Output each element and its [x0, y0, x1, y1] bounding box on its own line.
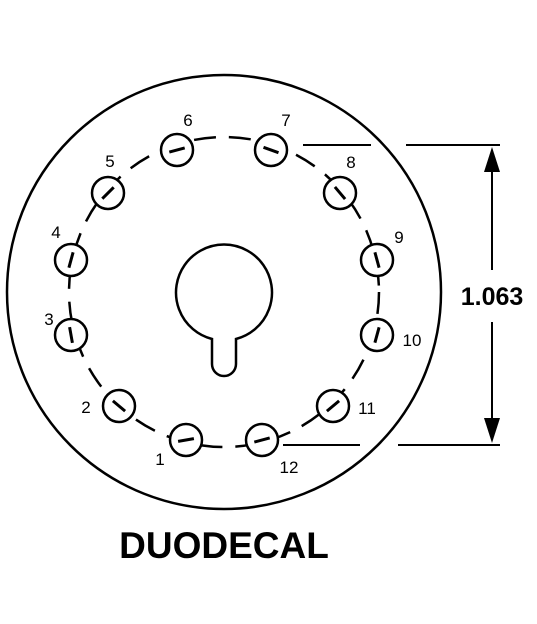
pin-label-10: 10 [403, 331, 422, 350]
dimension-arrow-down [484, 418, 500, 443]
pin-10-slot [373, 326, 381, 344]
pin-label-1: 1 [155, 450, 164, 469]
pin-3-slot [68, 326, 74, 344]
diagram-title: DUODECAL [119, 525, 329, 566]
pin-circle-path [67, 135, 381, 449]
pin-label-2: 2 [81, 398, 90, 417]
pin-label-9: 9 [394, 228, 403, 247]
pin-label-8: 8 [346, 153, 355, 172]
pin-label-3: 3 [44, 310, 53, 329]
pin-label-7: 7 [281, 111, 290, 130]
pin-9-slot [373, 251, 381, 269]
center-key-hole [174, 243, 274, 378]
pin-label-12: 12 [280, 458, 299, 477]
pin-label-6: 6 [183, 111, 192, 130]
dimension-label: 1.063 [461, 283, 524, 311]
pin-2-slot [111, 399, 127, 413]
dimension-arrow-up [484, 147, 500, 172]
pin-label-5: 5 [105, 152, 114, 171]
socket-outer-circle [5, 73, 443, 511]
pin-6-slot [168, 146, 186, 154]
pin-label-11: 11 [358, 399, 376, 418]
pin-12-slot [253, 436, 271, 444]
pin-1-slot [177, 437, 195, 443]
pin-4-slot [67, 251, 75, 269]
pin-5-slot [101, 186, 115, 200]
pin-7-slot [262, 145, 280, 155]
pin-8-slot [333, 185, 347, 201]
pin-label-4: 4 [51, 223, 60, 242]
pin-11-slot [325, 399, 341, 413]
